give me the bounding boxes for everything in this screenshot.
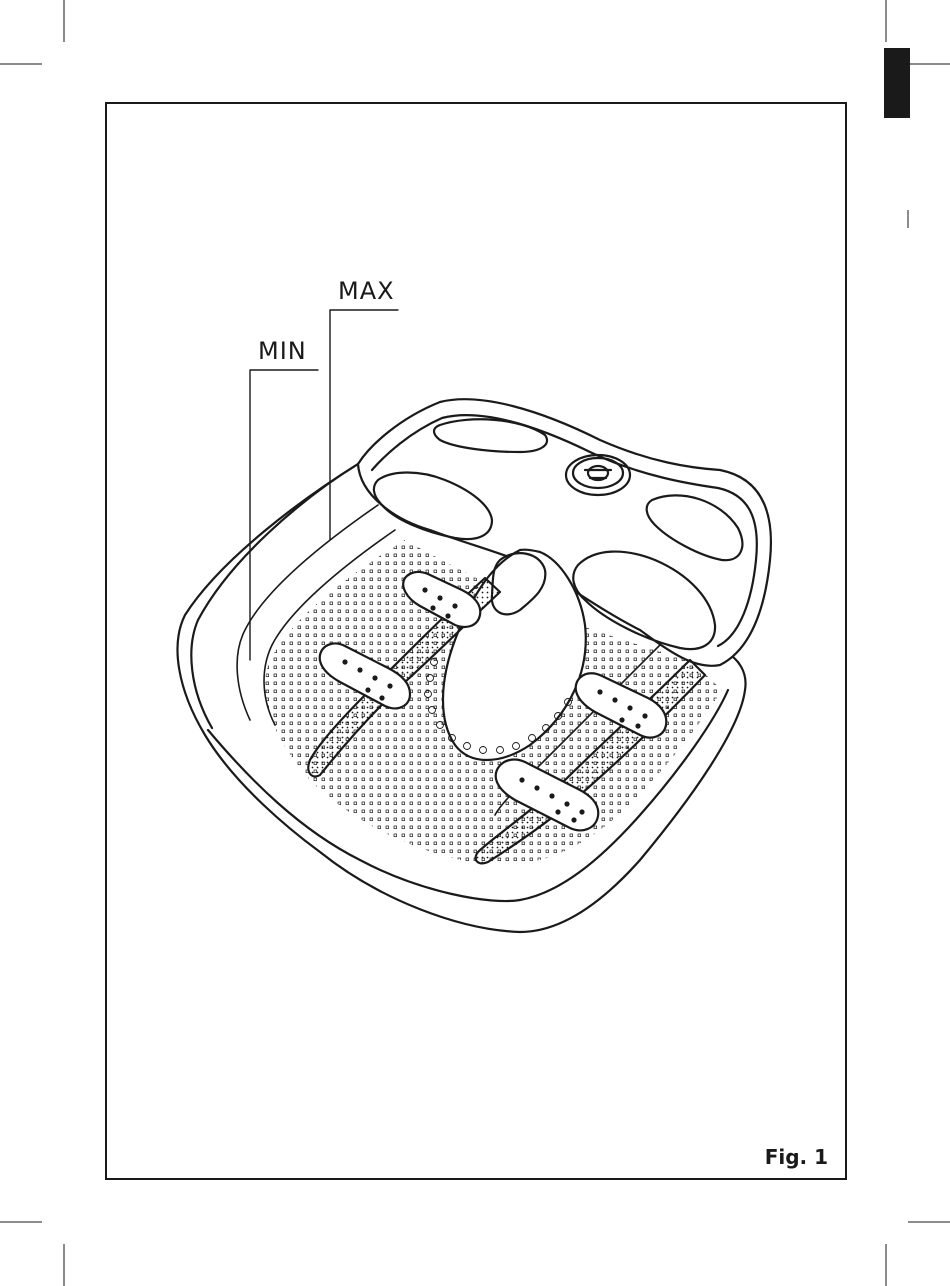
min-label: MIN (258, 339, 307, 363)
figure-caption: Fig. 1 (765, 1145, 828, 1169)
max-label: MAX (338, 279, 395, 303)
